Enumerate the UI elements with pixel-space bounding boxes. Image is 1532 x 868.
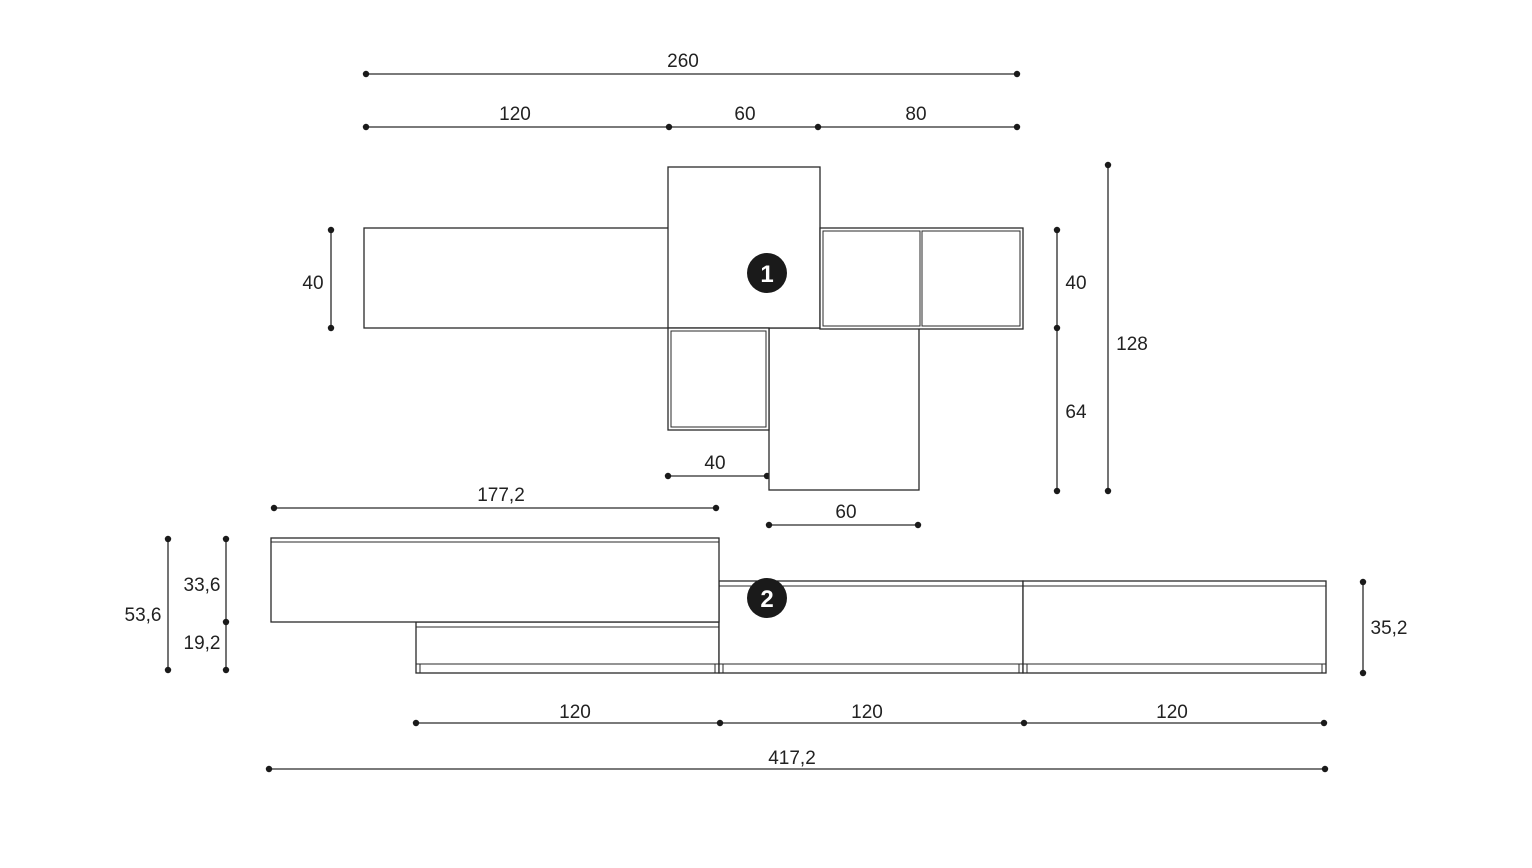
dim-base-2-label: 120 [851, 702, 883, 723]
upper-dimension-lines [327, 70, 1112, 529]
open-box-small [667, 327, 770, 431]
long-wall-panel [363, 227, 670, 329]
tall-box-lower [768, 327, 920, 491]
dim-lower-part-height-label: 19,2 [184, 633, 221, 654]
dim-tall-box-width-label: 60 [835, 502, 856, 523]
svg-text:1: 1 [760, 261, 773, 288]
dim-lower-total-height-label: 53,6 [125, 605, 162, 626]
dim-lower-total-width-label: 417,2 [768, 748, 816, 769]
svg-text:2: 2 [760, 586, 773, 613]
dim-right-height-label: 35,2 [1371, 618, 1408, 639]
dim-segment-2-label: 60 [734, 104, 755, 125]
dim-upper-part-height-label: 33,6 [184, 575, 221, 596]
dim-total-width-label: 260 [667, 51, 699, 72]
dim-small-box-width-label: 40 [704, 453, 725, 474]
upper-composition [363, 166, 1024, 491]
module-badge-1: 1 [747, 253, 787, 293]
dim-segment-3-label: 80 [905, 104, 926, 125]
dim-top-unit-width-label: 177,2 [477, 485, 525, 506]
lower-composition [270, 537, 1327, 674]
dim-segment-1-label: 120 [499, 104, 531, 125]
dim-right-lower-height-label: 64 [1065, 402, 1087, 423]
dim-base-1-label: 120 [559, 702, 591, 723]
dim-left-panel-height-label: 40 [302, 273, 323, 294]
lower-dimension-lines [164, 504, 1367, 773]
dim-total-height-label: 128 [1116, 334, 1148, 355]
base-unit-left [415, 621, 720, 674]
open-box-double [819, 227, 1024, 330]
module-badge-2: 2 [747, 578, 787, 618]
dim-right-upper-height-label: 40 [1065, 273, 1086, 294]
square-panel [667, 166, 821, 329]
top-unit [270, 537, 720, 623]
dim-base-3-label: 120 [1156, 702, 1188, 723]
base-unit-right [1022, 580, 1327, 674]
